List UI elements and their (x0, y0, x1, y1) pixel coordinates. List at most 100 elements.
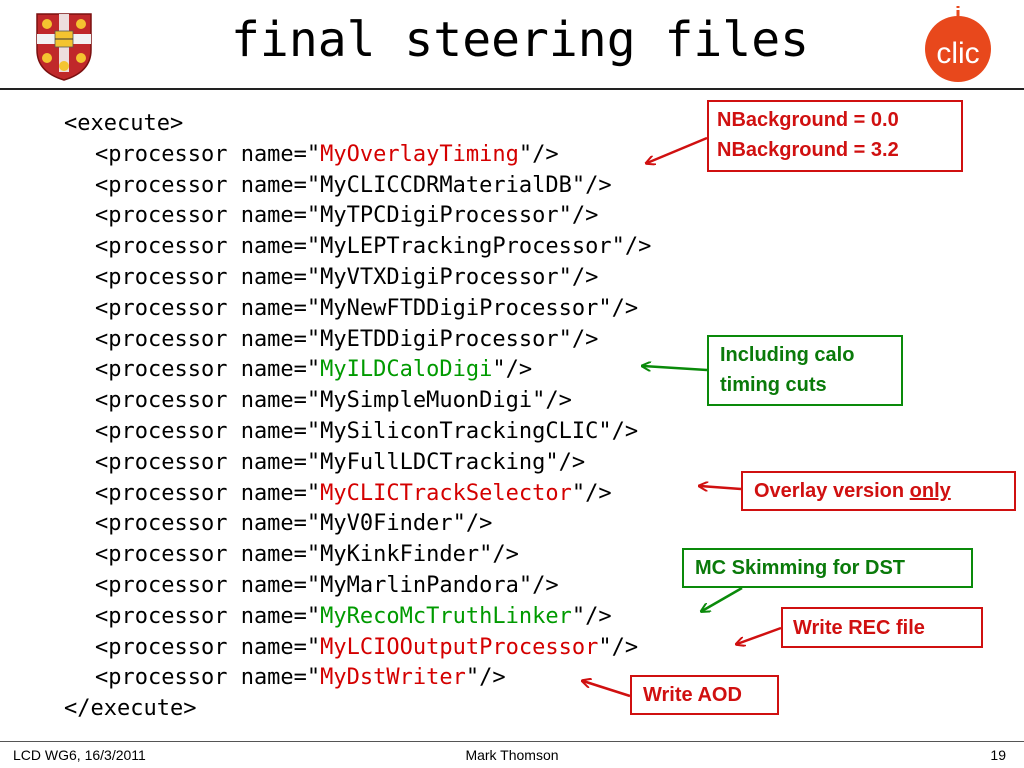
processor-suffix: "/> (532, 388, 572, 414)
processor-name: MyILDCaloDigi (320, 357, 493, 383)
cambridge-crest-logo (36, 13, 92, 81)
processor-line: <processor name="MyNewFTDDigiProcessor"/… (64, 294, 651, 325)
processor-line: <processor name="MyTPCDigiProcessor"/> (64, 201, 651, 232)
processor-prefix: <processor name=" (95, 542, 321, 568)
processor-suffix: "/> (571, 480, 612, 506)
processor-name: MyETDDigiProcessor (320, 326, 559, 352)
processor-line: <processor name="MyLCIOOutputProcessor"/… (64, 633, 651, 664)
processor-suffix: "/> (598, 634, 639, 660)
processor-name: MyOverlayTiming (320, 141, 519, 167)
processor-name: MySimpleMuonDigi (320, 388, 533, 414)
processor-line: <processor name="MyILDCaloDigi"/> (64, 355, 651, 386)
processor-name: MyLEPTrackingProcessor (320, 234, 612, 260)
processor-line: <processor name="MyCLICCDRMaterialDB"/> (64, 171, 651, 202)
footer-center: Mark Thomson (465, 747, 559, 763)
calo-timing-box: Including calo timing cuts (707, 335, 903, 406)
processor-prefix: <processor name=" (95, 511, 321, 537)
processor-suffix: "/> (558, 326, 599, 352)
nbackground-line-1: NBackground = 0.0 (717, 109, 899, 131)
processor-name: MyMarlinPandora (320, 572, 519, 598)
processor-line: <processor name="MySiliconTrackingCLIC"/… (64, 417, 651, 448)
arrow-reco-linker (702, 586, 743, 611)
processor-suffix: "/> (492, 357, 533, 383)
processor-prefix: <processor name=" (95, 172, 321, 198)
processor-prefix: <processor name=" (95, 264, 321, 290)
overlay-version-emphasis: only (909, 480, 951, 502)
processor-line: <processor name="MyETDDigiProcessor"/> (64, 325, 651, 356)
processor-suffix: "/> (558, 203, 599, 229)
processor-name: MyCLICTrackSelector (320, 480, 572, 506)
write-aod-text: Write AOD (643, 684, 742, 706)
arrow-track-selector (700, 486, 742, 489)
processor-name: MyFullLDCTracking (320, 449, 546, 475)
calo-line-1: Including calo (720, 344, 855, 366)
processor-suffix: "/> (518, 141, 559, 167)
processor-prefix: <processor name=" (95, 141, 321, 167)
nbackground-box: NBackground = 0.0 NBackground = 3.2 (707, 100, 963, 172)
processor-name: MySiliconTrackingCLIC (320, 418, 599, 444)
overlay-version-box: Overlay version only (741, 471, 1016, 511)
processor-suffix: "/> (479, 542, 519, 568)
clic-logo-text: clic (936, 37, 979, 70)
processor-suffix: "/> (598, 418, 639, 444)
processor-name: MyCLICCDRMaterialDB (320, 172, 572, 198)
nbackground-line-2: NBackground = 3.2 (717, 139, 899, 161)
processor-prefix: <processor name=" (95, 357, 321, 383)
processor-prefix: <processor name=" (95, 449, 321, 475)
processor-prefix: <processor name=" (95, 418, 321, 444)
footer-left: LCD WG6, 16/3/2011 (13, 747, 146, 763)
processor-suffix: "/> (452, 511, 493, 537)
processor-line: <processor name="MyVTXDigiProcessor"/> (64, 263, 651, 294)
processor-name: MyVTXDigiProcessor (320, 264, 559, 290)
processor-suffix: "/> (558, 264, 599, 290)
footer-page-number: 19 (990, 747, 1006, 763)
processor-name: MyV0Finder (320, 511, 453, 537)
processor-name: MyDstWriter (320, 665, 466, 691)
processor-line: <processor name="MyV0Finder"/> (64, 509, 651, 540)
processor-suffix: "/> (545, 449, 586, 475)
execute-open-tag: <execute> (64, 111, 184, 136)
processor-prefix: <processor name=" (95, 295, 321, 321)
processor-suffix: "/> (571, 172, 612, 198)
overlay-version-text: Overlay version (754, 480, 910, 502)
arrow-lcio-output (737, 626, 782, 644)
processor-suffix: "/> (465, 665, 506, 691)
processor-prefix: <processor name=" (95, 234, 321, 260)
arrow-overlay-timing (647, 136, 708, 163)
calo-line-2: timing cuts (720, 374, 827, 396)
mc-skimming-text: MC Skimming for DST (695, 557, 906, 579)
execute-close-tag: </execute> (64, 696, 197, 722)
slide-title: final steering files (231, 12, 809, 68)
processor-line: <processor name="MyDstWriter"/> (64, 663, 651, 694)
processor-suffix: "/> (598, 295, 639, 321)
processor-name: MyNewFTDDigiProcessor (320, 295, 599, 321)
processor-name: MyRecoMcTruthLinker (320, 603, 572, 629)
processor-name: MyTPCDigiProcessor (320, 203, 559, 229)
footer-divider (0, 741, 1024, 742)
processor-suffix: "/> (611, 234, 652, 260)
processor-line: <processor name="MyKinkFinder"/> (64, 540, 651, 571)
processor-prefix: <processor name=" (95, 388, 321, 414)
processor-line: <processor name="MySimpleMuonDigi"/> (64, 386, 651, 417)
processor-line: <processor name="MyMarlinPandora"/> (64, 571, 651, 602)
processor-suffix: "/> (518, 572, 559, 598)
processor-line: <processor name="MyFullLDCTracking"/> (64, 448, 651, 479)
arrow-calo-digi (643, 366, 708, 370)
processor-line: <processor name="MyRecoMcTruthLinker"/> (64, 602, 651, 633)
processor-prefix: <processor name=" (95, 572, 321, 598)
processor-line: <processor name="MyOverlayTiming"/> (64, 140, 651, 171)
write-rec-box: Write REC file (781, 607, 983, 648)
processor-prefix: <processor name=" (95, 203, 321, 229)
processor-line: <processor name="MyLEPTrackingProcessor"… (64, 232, 651, 263)
processor-line: <processor name="MyCLICTrackSelector"/> (64, 479, 651, 510)
clic-logo: clic (925, 6, 991, 82)
processor-suffix: "/> (571, 603, 612, 629)
processor-prefix: <processor name=" (95, 326, 321, 352)
mc-skimming-box: MC Skimming for DST (682, 548, 973, 588)
processor-prefix: <processor name=" (95, 634, 321, 660)
processor-prefix: <processor name=" (95, 480, 321, 506)
processor-name: MyKinkFinder (320, 542, 480, 568)
title-divider (0, 88, 1024, 90)
processor-prefix: <processor name=" (95, 665, 321, 691)
write-aod-box: Write AOD (630, 675, 779, 715)
